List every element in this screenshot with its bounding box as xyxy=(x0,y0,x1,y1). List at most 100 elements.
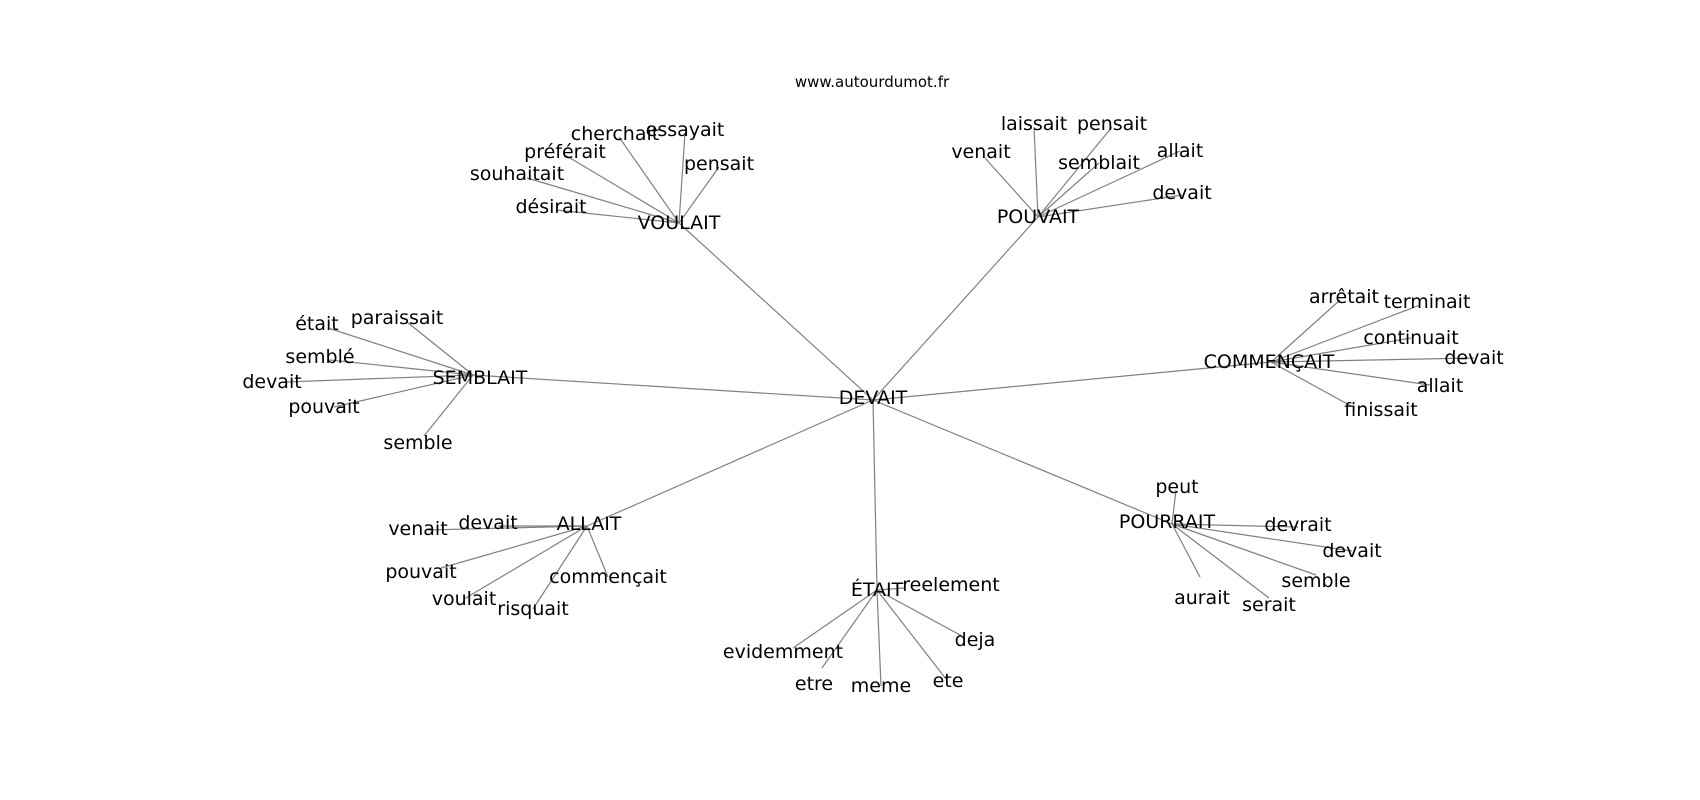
graph-nodes: DEVAITVOULAITcherchaitessayaitpréféraitp… xyxy=(242,113,1503,697)
edge-hub-to-leaf xyxy=(876,589,947,680)
edge-hub-to-leaf xyxy=(333,374,474,408)
edge-hub-to-leaf xyxy=(285,374,474,383)
leaf-node: serait xyxy=(1242,594,1296,616)
leaf-node: deja xyxy=(955,629,996,651)
edge-hub-to-leaf xyxy=(532,525,588,610)
leaf-node: aurait xyxy=(1174,587,1230,609)
leaf-node: semblait xyxy=(1058,152,1140,174)
edge-hub-to-leaf xyxy=(876,589,882,687)
leaf-node: laissait xyxy=(1001,113,1067,135)
leaf-node: devait xyxy=(458,512,517,534)
leaf-node: semble xyxy=(1281,570,1350,592)
edge-hub-to-leaf xyxy=(1171,523,1317,576)
edge-hub-to-leaf xyxy=(423,374,474,437)
leaf-node: venait xyxy=(388,518,447,540)
edge-hub-to-leaf xyxy=(1037,150,1181,218)
hub-node: SEMBLAIT xyxy=(433,367,528,389)
edge-hub-to-leaf xyxy=(618,136,680,224)
hub-node: ALLAIT xyxy=(557,513,622,535)
hub-node: COMMENÇAIT xyxy=(1204,351,1335,373)
edge-hub-to-leaf xyxy=(821,589,878,669)
leaf-node: pensait xyxy=(1077,113,1147,135)
leaf-node: devait xyxy=(1152,182,1211,204)
leaf-node: voulait xyxy=(432,588,497,610)
edge-hub-to-leaf xyxy=(463,525,588,600)
edge-hub-to-leaf xyxy=(1270,361,1352,407)
edge-hub-to-leaf xyxy=(1037,126,1113,218)
leaf-node: commençait xyxy=(549,566,667,588)
leaf-node: paraissait xyxy=(351,307,444,329)
leaf-node: pensait xyxy=(684,153,754,175)
leaf-node: semblé xyxy=(285,346,354,368)
edge-hub-to-leaf xyxy=(876,589,963,637)
leaf-node: souhaitait xyxy=(470,163,564,185)
edge-hub-to-leaf xyxy=(1270,304,1421,363)
leaf-node: pouvait xyxy=(288,396,359,418)
edge-hub-to-leaf xyxy=(876,587,905,591)
leaf-node: reelement xyxy=(902,574,999,596)
edge-hub-to-leaf xyxy=(678,132,686,224)
hub-node: POURRAIT xyxy=(1119,511,1216,533)
leaf-node: venait xyxy=(951,141,1010,163)
site-watermark: www.autourdumot.fr xyxy=(795,73,950,91)
center-node: DEVAIT xyxy=(839,387,908,409)
edge-hub-to-leaf xyxy=(564,154,680,224)
edge-center-to-hub xyxy=(872,399,878,591)
hub-node: ÉTAIT xyxy=(851,578,904,601)
edge-hub-to-leaf xyxy=(1171,489,1177,525)
edge-center-to-hub xyxy=(872,361,1272,401)
edge-center-to-hub xyxy=(678,222,874,401)
leaf-node: finissait xyxy=(1344,399,1417,421)
leaf-node: devait xyxy=(1322,540,1381,562)
leaf-node: terminait xyxy=(1384,291,1471,313)
leaf-node: préférait xyxy=(524,141,606,163)
edge-hub-to-leaf xyxy=(984,157,1039,218)
leaf-node: peut xyxy=(1155,476,1198,498)
hub-node: VOULAIT xyxy=(638,212,721,234)
leaf-node: était xyxy=(295,313,339,335)
edge-hub-to-leaf xyxy=(329,359,474,376)
leaf-node: pouvait xyxy=(385,561,456,583)
leaf-node: devrait xyxy=(1264,514,1331,536)
leaf-node: continuait xyxy=(1363,327,1458,349)
edge-hub-to-leaf xyxy=(792,589,878,649)
edge-hub-to-leaf xyxy=(1171,523,1299,528)
edge-hub-to-leaf xyxy=(406,321,474,376)
leaf-node: evidemment xyxy=(723,641,843,663)
edge-hub-to-leaf xyxy=(427,525,588,531)
edge-center-to-hub xyxy=(472,374,874,401)
leaf-node: ete xyxy=(933,670,964,692)
edge-hub-to-leaf xyxy=(1171,523,1201,578)
leaf-node: allait xyxy=(1417,375,1464,397)
leaf-node: allait xyxy=(1157,140,1204,162)
edge-center-to-hub xyxy=(872,399,1173,525)
edge-hub-to-leaf xyxy=(678,166,720,224)
edge-hub-to-leaf xyxy=(1270,361,1431,386)
edge-hub-to-leaf xyxy=(440,525,588,569)
leaf-node: risquait xyxy=(497,598,568,620)
leaf-node: meme xyxy=(851,675,911,697)
edge-hub-to-leaf xyxy=(1037,194,1183,218)
leaf-node: devait xyxy=(1444,347,1503,369)
edge-hub-to-leaf xyxy=(1171,523,1270,599)
leaf-node: semble xyxy=(383,432,452,454)
leaf-node: désirait xyxy=(515,196,586,218)
edge-hub-to-leaf xyxy=(1171,523,1353,552)
hub-node: POUVAIT xyxy=(997,206,1080,228)
edge-hub-to-leaf xyxy=(586,525,609,578)
edge-hub-to-leaf xyxy=(526,177,680,224)
edge-hub-to-leaf xyxy=(1037,162,1100,218)
leaf-node: devait xyxy=(242,371,301,393)
edge-hub-to-leaf xyxy=(1270,357,1475,363)
edge-center-to-hub xyxy=(586,399,874,527)
leaf-node: arrêtait xyxy=(1309,286,1379,308)
edge-hub-to-leaf xyxy=(1270,299,1341,363)
edge-hub-to-leaf xyxy=(1270,337,1412,363)
edge-hub-to-leaf xyxy=(555,209,680,224)
edge-hub-to-leaf xyxy=(327,327,474,376)
leaf-node: cherchait xyxy=(571,123,659,145)
edge-hub-to-leaf xyxy=(1033,126,1039,218)
graph-edges xyxy=(285,126,1475,687)
leaf-node: etre xyxy=(795,673,833,695)
